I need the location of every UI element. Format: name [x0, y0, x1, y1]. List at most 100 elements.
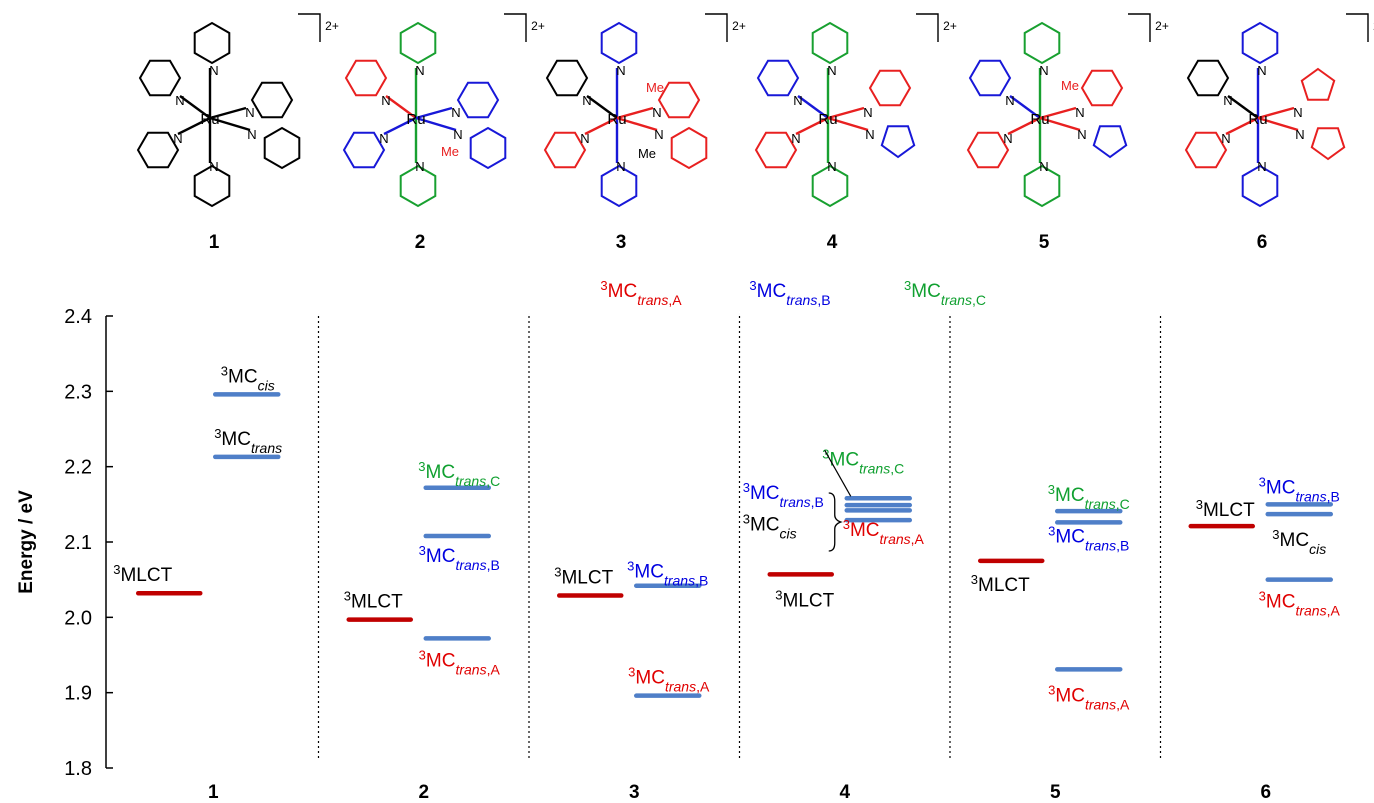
nitrogen-atom: N [1039, 159, 1048, 174]
compound-column-2 [346, 485, 491, 641]
aromatic-ring [670, 126, 708, 170]
x-category-label: 1 [208, 782, 219, 803]
charge-label: 2+ [1155, 19, 1169, 33]
methyl-group: Me [646, 80, 664, 95]
metal-ligand-bond [797, 95, 829, 119]
y-tick-label: 2.2 [64, 457, 92, 479]
metal-ligand-bond [1227, 95, 1259, 119]
triazole-ring [880, 125, 916, 159]
aromatic-ring [1023, 164, 1061, 208]
aromatic-ring [193, 164, 231, 208]
legend-item: 3MCtrans,A [600, 278, 682, 309]
nitrogen-atom: N [173, 131, 182, 146]
aromatic-ring [966, 131, 1010, 169]
ruthenium-atom: Ru [1030, 111, 1049, 128]
nitrogen-atom: N [245, 105, 254, 120]
compound-column-3 [557, 583, 702, 698]
ruthenium-atom: Ru [818, 111, 837, 128]
level-label: 3MCtrans,A [1048, 682, 1130, 713]
level-label: 3MCtrans,C [1048, 482, 1130, 513]
metal-ligand-bond [209, 116, 251, 132]
ruthenium-atom: Ru [1248, 111, 1267, 128]
charge-bracket [916, 13, 939, 42]
level-label: 3MCtrans,A [628, 664, 710, 695]
level-label: 3MCtrans,A [843, 517, 925, 548]
y-tick-label: 2.1 [64, 532, 92, 554]
nitrogen-atom: N [1295, 127, 1304, 142]
aromatic-ring [657, 81, 701, 119]
level-label: 3MCtrans,B [1259, 474, 1340, 505]
aromatic-ring [868, 69, 912, 107]
methyl-group: Me [1061, 78, 1079, 93]
metal-ligand-bond [415, 106, 453, 120]
nitrogen-atom: N [582, 93, 591, 108]
metal-ligand-bond [616, 106, 654, 120]
compound-number: 2 [415, 232, 426, 253]
aromatic-ring [342, 131, 386, 169]
compound-number: 6 [1257, 232, 1268, 253]
level-label: 3MCtrans [214, 425, 282, 456]
nitrogen-atom: N [580, 131, 589, 146]
x-category-label: 6 [1260, 782, 1271, 803]
metal-ligand-bond [586, 95, 618, 119]
structures-panel: RuNNNNNN2+1RuNNNNNNMe2+2RuNNNNNNMeMe2+3R… [136, 13, 1374, 253]
level-label: 3MCtrans,A [419, 647, 501, 678]
level-label: 3MLCT [344, 588, 403, 613]
charge-bracket [1346, 13, 1369, 42]
nitrogen-atom: N [827, 159, 836, 174]
aromatic-ring [1184, 131, 1228, 169]
aromatic-ring [1241, 21, 1279, 65]
aromatic-ring [193, 21, 231, 65]
nitrogen-atom: N [827, 63, 836, 78]
metal-ligand-bond [383, 116, 417, 136]
y-tick-label: 2.3 [64, 381, 92, 403]
level-label: 3MLCT [775, 587, 834, 612]
metal-ligand-bond [827, 106, 865, 120]
metal-ligand-bond [1009, 95, 1041, 119]
nitrogen-atom: N [415, 63, 424, 78]
brace [828, 492, 843, 552]
compound-column-1 [136, 392, 281, 596]
metal-ligand-bond [1257, 116, 1299, 132]
legend-item: 3MCtrans,C [904, 278, 986, 309]
leader-line [824, 450, 852, 497]
nitrogen-atom: N [1223, 93, 1232, 108]
y-tick-label: 1.9 [64, 683, 92, 705]
level-label: 3MCtrans,B [627, 558, 708, 589]
nitrogen-atom: N [415, 159, 424, 174]
nitrogen-atom: N [247, 127, 256, 142]
triazole-ring [1092, 125, 1128, 159]
level-label: 3MCcis [1272, 527, 1326, 558]
compound-number: 1 [209, 232, 220, 253]
nitrogen-atom: N [209, 159, 218, 174]
aromatic-ring [968, 59, 1012, 97]
nitrogen-atom: N [1221, 131, 1230, 146]
level-label: 3MCtrans,B [419, 542, 500, 573]
metal-ligand-bond [415, 116, 457, 132]
nitrogen-atom: N [1257, 63, 1266, 78]
metal-ligand-bond [177, 116, 211, 136]
compound-column-6 [1188, 502, 1333, 582]
nitrogen-atom: N [451, 105, 460, 120]
triazole-ring [1310, 127, 1346, 161]
charge-bracket [1128, 13, 1151, 42]
ruthenium-atom: Ru [200, 111, 219, 128]
nitrogen-atom: N [379, 131, 388, 146]
nitrogen-atom: N [453, 127, 462, 142]
metal-ligand-bond [179, 95, 211, 119]
level-label: 3MLCT [554, 564, 613, 589]
aromatic-ring [1023, 21, 1061, 65]
level-label: 3MLCT [971, 571, 1030, 596]
metal-ligand-bond [1007, 116, 1041, 136]
y-tick-label: 2.4 [64, 306, 92, 328]
metal-ligand-bond [385, 95, 417, 119]
level-label: 3MCtrans,B [743, 480, 824, 511]
nitrogen-atom: N [616, 159, 625, 174]
nitrogen-atom: N [1005, 93, 1014, 108]
level-label: 3MLCT [1196, 497, 1255, 522]
level-label: 3MCtrans,C [418, 458, 500, 489]
legend-item: 3MCtrans,B [749, 278, 830, 309]
methyl-group: Me [638, 146, 656, 161]
nitrogen-atom: N [1039, 63, 1048, 78]
